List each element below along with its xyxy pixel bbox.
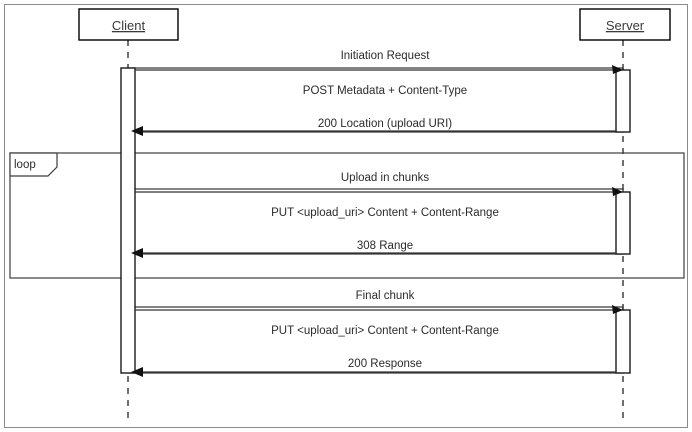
loop-fragment-box bbox=[9, 152, 685, 279]
participant-label-server: Server bbox=[606, 18, 645, 33]
participant-box-server[interactable] bbox=[579, 8, 671, 41]
message-label-upload-in-chunks: Upload in chunks bbox=[341, 172, 429, 184]
message-label-final-chunk: Final chunk bbox=[356, 290, 415, 302]
arrowhead-put-final bbox=[612, 305, 623, 314]
arrowhead-post-metadata bbox=[612, 65, 623, 74]
arrowhead-put-chunk bbox=[612, 187, 623, 196]
message-label-post-metadata: POST Metadata + Content-Type bbox=[303, 85, 467, 97]
message-label-308-range: 308 Range bbox=[357, 240, 413, 252]
arrowhead-308-range bbox=[131, 248, 143, 258]
participant-label-client: Client bbox=[112, 18, 146, 33]
message-label-200-response: 200 Response bbox=[348, 358, 422, 370]
arrowhead-200-location bbox=[131, 126, 143, 136]
message-label-200-location: 200 Location (upload URI) bbox=[318, 118, 452, 130]
activation-bar-server-chunk bbox=[615, 191, 631, 255]
arrowhead-200-response bbox=[131, 367, 143, 377]
activation-bar-server-initiation bbox=[615, 69, 631, 133]
message-label-initiation-request: Initiation Request bbox=[341, 50, 431, 62]
activation-bar-server-final bbox=[615, 309, 631, 374]
activation-bar-client bbox=[120, 67, 136, 374]
message-label-put-chunk: PUT <upload_uri> Content + Content-Range bbox=[271, 207, 499, 219]
loop-fragment-tab bbox=[9, 152, 58, 177]
diagram-frame bbox=[4, 4, 688, 428]
loop-fragment-label: loop bbox=[14, 159, 36, 171]
participant-box-client[interactable] bbox=[78, 8, 179, 41]
message-label-put-final: PUT <upload_uri> Content + Content-Range bbox=[271, 325, 499, 337]
